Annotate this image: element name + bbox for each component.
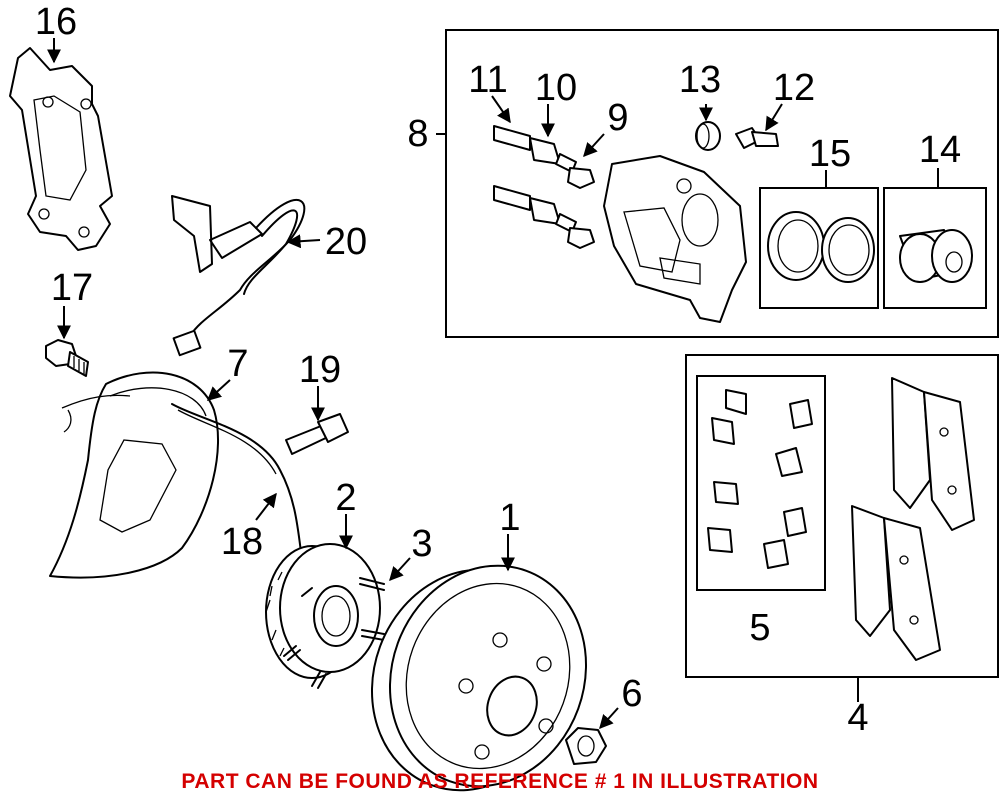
callout-8: 8 — [407, 113, 428, 155]
callout-1: 1 — [499, 497, 520, 539]
callout-12: 12 — [773, 67, 815, 109]
sensor-wire-part — [171, 403, 303, 561]
piston-box — [883, 187, 987, 309]
callout-20: 20 — [325, 221, 367, 263]
bleeder-screw-part — [735, 127, 779, 149]
callout-3: 3 — [411, 523, 432, 565]
hardware-clips-part — [707, 389, 813, 569]
guide-bolt-part — [555, 153, 595, 249]
callout-15: 15 — [809, 133, 851, 175]
pad-kit-box — [685, 354, 999, 678]
callout-9: 9 — [607, 97, 628, 139]
callout-6: 6 — [621, 673, 642, 715]
guide-pin-part — [493, 125, 531, 211]
hardware-kit-box — [696, 375, 826, 591]
caliper-piston-part — [899, 229, 973, 283]
sensor-wire-shadow — [177, 409, 277, 475]
callout-11: 11 — [468, 59, 507, 101]
reference-note: PART CAN BE FOUND AS REFERENCE # 1 IN IL… — [181, 770, 819, 793]
brake-rotor-part — [370, 564, 588, 792]
callout-14: 14 — [919, 129, 961, 171]
speed-sensor-part — [171, 195, 306, 357]
pin-boot-part — [529, 137, 561, 225]
hub-part — [265, 543, 381, 679]
callout-10: 10 — [535, 67, 577, 109]
callout-13: 13 — [679, 59, 721, 101]
callout-labels: 1 2 3 4 5 6 7 8 9 10 11 12 13 14 15 16 1… — [35, 1, 961, 739]
callout-5: 5 — [749, 607, 770, 649]
leader-lines — [47, 38, 939, 730]
bracket-bolt-part — [45, 339, 89, 377]
wheel-studs-part — [283, 577, 385, 689]
callout-2: 2 — [335, 477, 356, 519]
callout-4: 4 — [847, 697, 868, 739]
caliper-bracket-part — [9, 47, 113, 251]
callout-17: 17 — [51, 267, 93, 309]
callout-7: 7 — [227, 343, 248, 385]
piston-seal-part — [767, 211, 875, 283]
callout-18: 18 — [221, 521, 263, 563]
callout-16: 16 — [35, 1, 77, 43]
caliper-housing-part — [603, 155, 747, 323]
caliper-assembly-box — [445, 29, 999, 338]
dust-cap-part — [695, 121, 721, 151]
seal-kit-box — [759, 187, 879, 309]
dust-shield-part — [49, 371, 220, 579]
fitting-part — [285, 413, 349, 455]
brake-pads-part — [851, 377, 975, 661]
hub-nut-part — [565, 727, 607, 765]
callout-19: 19 — [299, 349, 341, 391]
